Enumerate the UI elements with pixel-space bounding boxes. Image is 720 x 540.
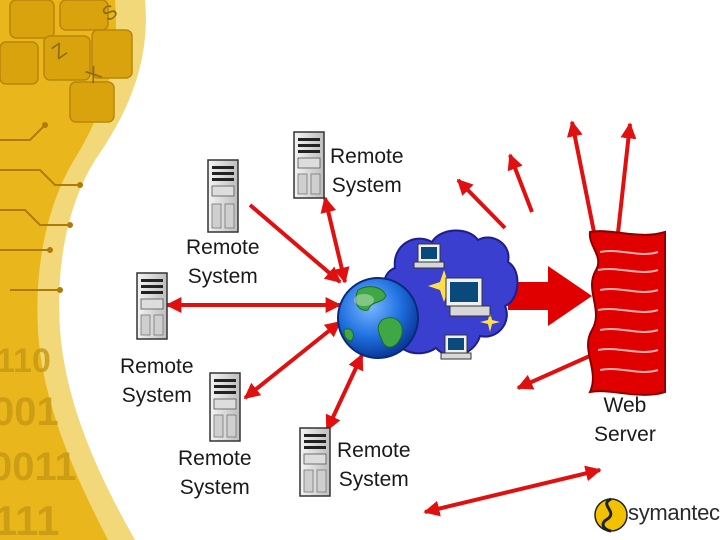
- label-line: Remote: [186, 236, 260, 259]
- symantec-logo-icon: [594, 497, 628, 533]
- arrow-globe-to-remote-bottom-left: [243, 320, 342, 400]
- label-line: System: [338, 468, 409, 491]
- label-line: Server: [594, 423, 656, 446]
- arrow-server-to-bottom-left: [423, 465, 602, 517]
- svg-text:0011: 0011: [0, 445, 77, 489]
- arrow-cloud-to-upper-right: [507, 153, 534, 213]
- arrow-cloud-to-top-right: [456, 178, 507, 230]
- computer-icon: [445, 277, 491, 317]
- svg-text:111: 111: [0, 497, 59, 540]
- label-line: System: [187, 265, 258, 288]
- computer-icon: [413, 243, 445, 269]
- label-line: System: [331, 174, 402, 197]
- label-remote-system-top: Remote System: [330, 142, 404, 200]
- label-remote-system-bottom-center: Remote System: [337, 436, 411, 494]
- label-remote-system-bottom-left: Remote System: [178, 444, 252, 502]
- globe-icon: [337, 277, 419, 359]
- label-line: Web: [603, 394, 647, 417]
- svg-text:110: 110: [0, 342, 51, 380]
- arrow-globe-to-remote-bottom-center: [325, 353, 364, 432]
- label-line: System: [121, 384, 192, 407]
- label-line: Remote: [120, 355, 194, 378]
- label-line: System: [179, 476, 250, 499]
- arrow-server-to-lower-left: [516, 353, 593, 390]
- keyboard-background: Z S X 110 001 0011 111: [0, 0, 146, 540]
- label-web-server: Web Server: [594, 391, 656, 449]
- label-line: Remote: [337, 439, 411, 462]
- server-tower-icon: [136, 272, 168, 340]
- server-tower-icon: [207, 159, 239, 233]
- server-tower-icon: [293, 131, 325, 199]
- arrow-remote-mid-upper-to-globe: [248, 203, 342, 284]
- cloud-starburst: [428, 270, 500, 332]
- symantec-logo-text: symantec.: [628, 500, 720, 525]
- label-remote-system-left: Remote System: [120, 352, 194, 410]
- arrow-globe-to-remote-top: [320, 196, 350, 284]
- big-arrow-to-server: [508, 266, 592, 326]
- label-remote-system-mid-upper: Remote System: [186, 233, 260, 291]
- server-tower-icon: [299, 427, 331, 497]
- label-line: Remote: [330, 145, 404, 168]
- svg-text:001: 001: [0, 390, 59, 434]
- computer-icon: [440, 334, 472, 360]
- label-line: Remote: [178, 447, 252, 470]
- web-server-icon: [587, 230, 666, 396]
- server-tower-icon: [209, 372, 241, 442]
